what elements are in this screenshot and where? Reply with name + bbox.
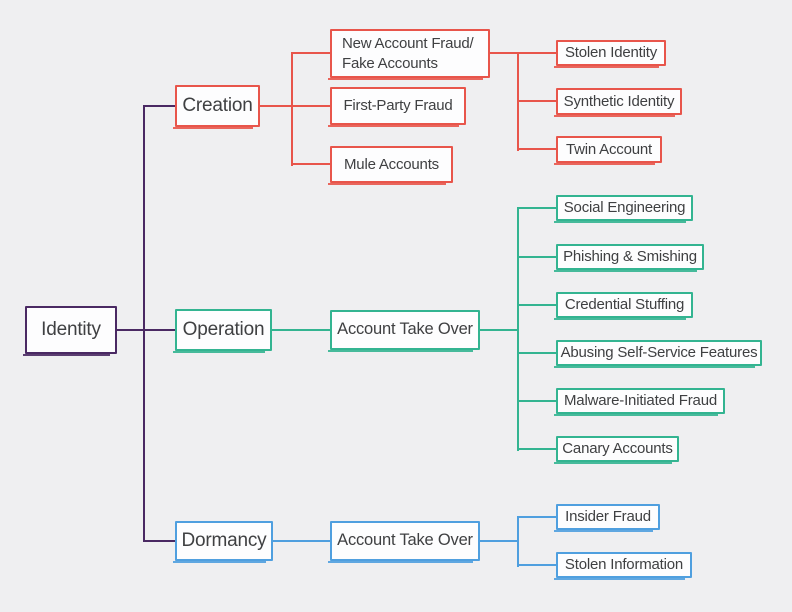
- node-dormancy-label: Dormancy: [181, 529, 267, 551]
- connector-to-stolen-information: [517, 564, 556, 566]
- connector-to-synthetic-identity: [517, 100, 556, 102]
- node-ato-operation-label: Account Take Over: [337, 320, 473, 339]
- connector-to-mule-accounts: [291, 163, 330, 165]
- connector-to-abusing-self-service: [517, 352, 556, 354]
- node-dormancy[interactable]: Dormancy: [173, 521, 273, 563]
- node-stolen-information[interactable]: Stolen Information: [554, 552, 692, 580]
- connector-to-social-engineering: [517, 207, 556, 209]
- node-stolen-identity[interactable]: Stolen Identity: [554, 40, 666, 68]
- connector-ato-operation-out: [480, 329, 518, 331]
- node-creation-label: Creation: [182, 94, 253, 116]
- node-stolen-identity-label: Stolen Identity: [564, 44, 658, 62]
- node-abusing-self-service[interactable]: Abusing Self-Service Features: [554, 340, 762, 368]
- connector-ato2-children-vertical: [517, 516, 519, 567]
- connector-to-new-account-fraud: [291, 52, 330, 54]
- connector-to-stolen-identity: [517, 52, 556, 54]
- node-synthetic-identity-label: Synthetic Identity: [563, 92, 675, 110]
- connector-creation-out: [260, 105, 293, 107]
- connector-to-credential-stuffing: [517, 304, 556, 306]
- connector-operation-out: [272, 329, 330, 331]
- connector-ato-dormancy-out: [480, 540, 518, 542]
- connector-dormancy-out: [273, 540, 330, 542]
- node-operation[interactable]: Operation: [173, 309, 272, 353]
- node-canary-accounts-label: Canary Accounts: [562, 440, 673, 458]
- node-first-party-fraud-label: First-Party Fraud: [343, 97, 453, 115]
- node-abusing-self-service-label: Abusing Self-Service Features: [560, 344, 758, 362]
- node-new-account-fraud-label: New Account Fraud/ Fake Accounts: [342, 35, 474, 72]
- node-phishing-smishing[interactable]: Phishing & Smishing: [554, 244, 704, 272]
- connector-to-phishing-smishing: [517, 256, 556, 258]
- node-mule-accounts[interactable]: Mule Accounts: [328, 146, 453, 185]
- connector-trunk-creation: [143, 105, 175, 107]
- connector-ato-children-vertical: [517, 207, 519, 451]
- connector-to-insider-fraud: [517, 516, 556, 518]
- node-malware-initiated-fraud-label: Malware-Initiated Fraud: [564, 392, 717, 410]
- connector-to-first-party-fraud: [291, 105, 330, 107]
- node-insider-fraud-label: Insider Fraud: [565, 508, 651, 526]
- connector-root-trunk: [117, 329, 144, 331]
- node-identity-label: Identity: [41, 318, 101, 340]
- node-mule-accounts-label: Mule Accounts: [344, 155, 439, 173]
- connector-trunk-operation: [143, 329, 175, 331]
- node-stolen-information-label: Stolen Information: [564, 556, 684, 574]
- node-identity[interactable]: Identity: [23, 306, 117, 356]
- connector-to-malware-initiated: [517, 400, 556, 402]
- connector-to-twin-account: [517, 148, 556, 150]
- node-social-engineering[interactable]: Social Engineering: [554, 195, 693, 223]
- node-malware-initiated-fraud[interactable]: Malware-Initiated Fraud: [554, 388, 725, 416]
- node-insider-fraud[interactable]: Insider Fraud: [554, 504, 660, 532]
- node-account-take-over-dormancy[interactable]: Account Take Over: [328, 521, 480, 563]
- node-account-take-over-operation[interactable]: Account Take Over: [328, 310, 480, 352]
- node-operation-label: Operation: [182, 318, 265, 340]
- node-credential-stuffing[interactable]: Credential Stuffing: [554, 292, 693, 320]
- node-credential-stuffing-label: Credential Stuffing: [564, 296, 685, 314]
- node-synthetic-identity[interactable]: Synthetic Identity: [554, 88, 682, 117]
- node-first-party-fraud[interactable]: First-Party Fraud: [328, 87, 466, 127]
- node-new-account-fraud[interactable]: New Account Fraud/ Fake Accounts: [328, 29, 490, 80]
- node-canary-accounts[interactable]: Canary Accounts: [554, 436, 679, 464]
- connector-naf-out: [490, 52, 518, 54]
- node-twin-account[interactable]: Twin Account: [554, 136, 662, 165]
- node-twin-account-label: Twin Account: [566, 140, 652, 158]
- node-social-engineering-label: Social Engineering: [563, 199, 686, 217]
- node-ato-dormancy-label: Account Take Over: [337, 531, 473, 550]
- connector-trunk-dormancy: [143, 540, 175, 542]
- connector-trunk-vertical: [143, 105, 145, 542]
- node-creation[interactable]: Creation: [173, 85, 260, 129]
- connector-creation-children-vertical: [291, 52, 293, 166]
- node-phishing-smishing-label: Phishing & Smishing: [563, 248, 697, 266]
- connector-to-canary-accounts: [517, 448, 556, 450]
